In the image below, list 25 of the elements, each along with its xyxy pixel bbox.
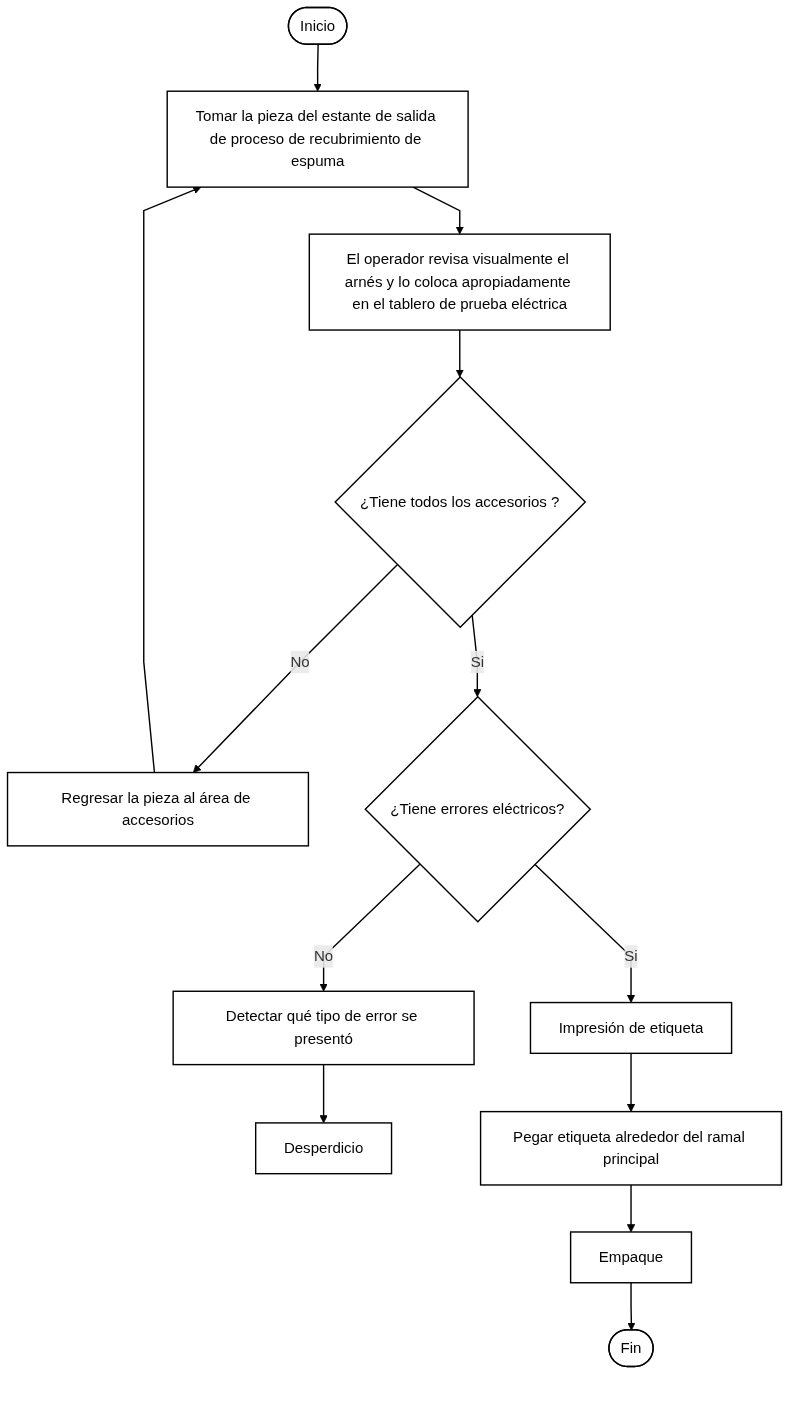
arrow bbox=[626, 1052, 636, 1112]
arrow bbox=[626, 1184, 636, 1233]
arrow bbox=[143, 186, 202, 774]
node-box: Impresión de etiqueta bbox=[529, 1001, 733, 1055]
node-box: El operador revisa visualmente el arnés y lo coloca apropiadamente en el tablero de prueba eléctrica bbox=[308, 233, 611, 331]
edge-label: No bbox=[290, 653, 310, 670]
node-box: Tomar la pieza del estante de salida de proceso de recubrimiento de espuma bbox=[166, 90, 469, 188]
node-box: Empaque bbox=[569, 1231, 693, 1284]
arrow bbox=[412, 186, 464, 235]
arrow bbox=[319, 863, 421, 992]
node-diamond: ¿Tiene todos los accesorios ? bbox=[334, 376, 587, 629]
arrow bbox=[193, 563, 398, 773]
node-box: Regresar la pieza al área de accesorios bbox=[6, 771, 310, 847]
arrow bbox=[627, 1282, 636, 1331]
arrow bbox=[313, 43, 322, 92]
edge-label: No bbox=[313, 948, 334, 964]
arrow bbox=[319, 1063, 328, 1124]
edge-label: Si bbox=[624, 948, 638, 964]
node-box: Pegar etiqueta alrededor del ramal principal bbox=[479, 1110, 783, 1186]
arrow bbox=[455, 329, 464, 378]
arrow bbox=[534, 863, 636, 1003]
node-box: Desperdicio bbox=[254, 1122, 393, 1175]
edge-label: Si bbox=[470, 653, 485, 670]
node-diamond: ¿Tiene errores eléctricos? bbox=[364, 695, 592, 923]
node-box: Detectar qué tipo de error se presentó bbox=[172, 990, 475, 1066]
